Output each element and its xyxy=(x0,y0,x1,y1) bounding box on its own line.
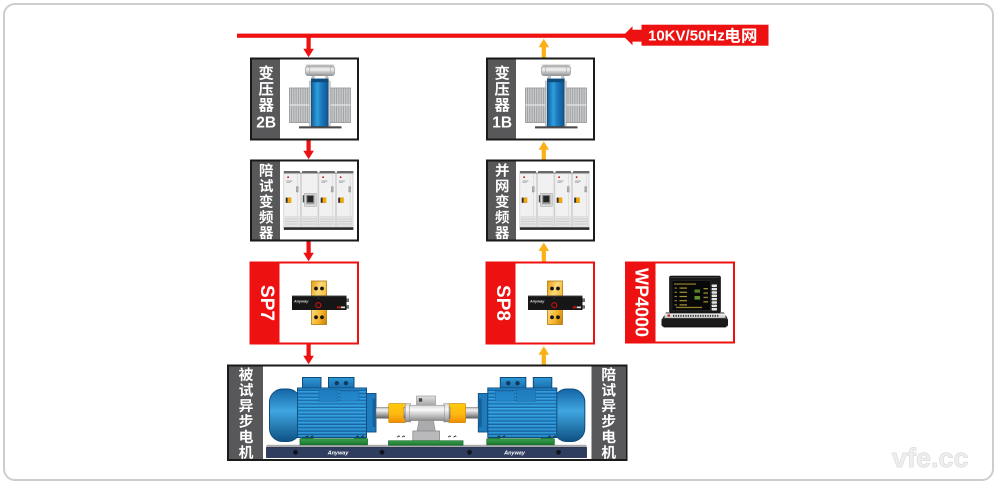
svg-text:Anyway: Anyway xyxy=(327,450,350,456)
svg-text:SP7: SP7 xyxy=(256,285,277,321)
svg-text:Anyway: Anyway xyxy=(503,450,526,456)
svg-text:Anyway: Anyway xyxy=(293,300,309,304)
svg-text:2B: 2B xyxy=(256,115,276,132)
svg-text:vfe.cc: vfe.cc xyxy=(892,443,969,473)
svg-text:SP8: SP8 xyxy=(492,285,513,321)
svg-text:1B: 1B xyxy=(492,115,512,132)
svg-text:WP4000: WP4000 xyxy=(632,268,652,337)
svg-text:10KV/50Hz: 10KV/50Hz xyxy=(648,28,725,45)
